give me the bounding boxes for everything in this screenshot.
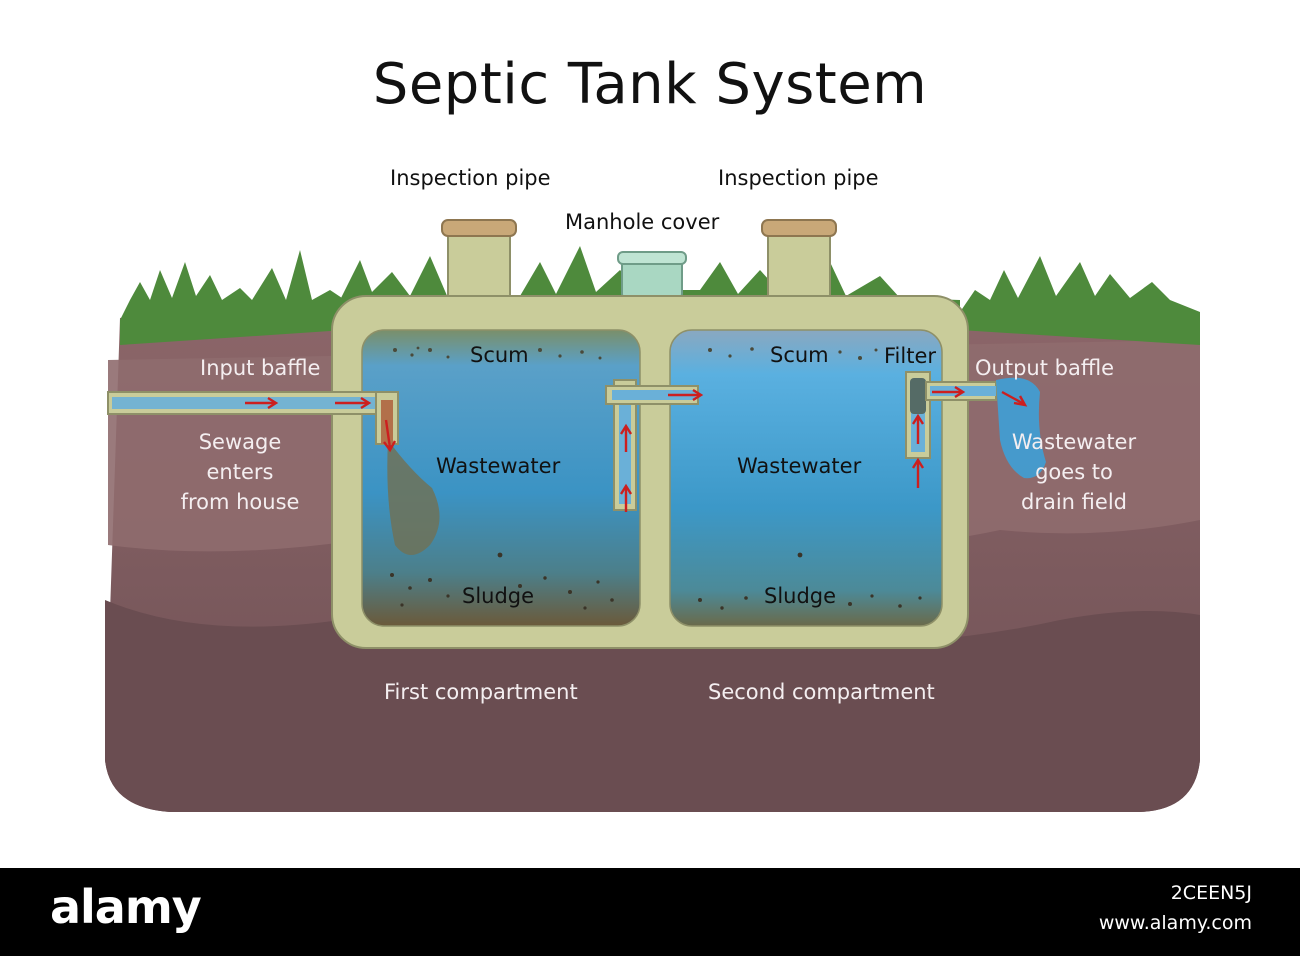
page-title: Septic Tank System <box>372 52 928 117</box>
label-sewage-enters: Sewage enters from house <box>170 430 310 514</box>
sludge-dots-2 <box>698 552 922 610</box>
grass-right <box>960 256 1200 345</box>
label-scum-1: Scum <box>470 343 529 367</box>
sludge-dots-1 <box>390 552 614 610</box>
label-second-compartment: Second compartment <box>708 680 935 704</box>
label-output-baffle: Output baffle <box>975 356 1115 380</box>
sewage-line-2: enters <box>206 460 274 484</box>
label-scum-2: Scum <box>770 343 829 367</box>
scum-dots-1 <box>393 346 602 360</box>
label-drain-field: Wastewater goes to drain field <box>1004 430 1144 514</box>
transfer-tee-horizontal-water <box>612 390 696 400</box>
inspection-pipe-right-body <box>767 227 831 301</box>
manhole-cover-top <box>617 251 687 265</box>
label-manhole-cover: Manhole cover <box>565 210 720 234</box>
label-sludge-1: Sludge <box>462 584 535 608</box>
drain-line-3: drain field <box>1021 490 1127 514</box>
grass-left <box>120 250 345 345</box>
soil-band-lower <box>105 600 1200 812</box>
drain-line-2: goes to <box>1035 460 1113 484</box>
drain-line-1: Wastewater <box>1011 430 1137 454</box>
compartment-2 <box>669 329 943 627</box>
inspection-pipe-left-cap <box>441 219 517 237</box>
watermark-bar: alamy 2CEEN5J www.alamy.com <box>0 868 1300 956</box>
label-sludge-2: Sludge <box>764 584 837 608</box>
inspection-pipe-right-cap <box>761 219 837 237</box>
label-inspection-pipe-right: Inspection pipe <box>718 166 879 190</box>
watermark-logo: alamy <box>50 880 202 934</box>
label-input-baffle: Input baffle <box>200 356 321 380</box>
sewage-line-1: Sewage <box>198 430 282 454</box>
label-first-compartment: First compartment <box>384 680 578 704</box>
drain-plume <box>996 377 1046 479</box>
watermark-image-id: 2CEEN5J <box>1170 882 1252 904</box>
compartment-1 <box>361 329 641 627</box>
label-wastewater-1: Wastewater <box>436 454 561 478</box>
label-inspection-pipe-left: Inspection pipe <box>390 166 551 190</box>
filter-element <box>910 378 926 414</box>
sewage-line-3: from house <box>180 490 300 514</box>
flow-arrow-icon <box>245 385 1028 512</box>
watermark-site: www.alamy.com <box>1098 912 1252 934</box>
sewage-plume <box>387 440 440 555</box>
inspection-pipe-left-body <box>447 227 511 301</box>
scum-dots-2 <box>708 347 878 360</box>
label-filter: Filter <box>884 344 937 368</box>
label-wastewater-2: Wastewater <box>737 454 862 478</box>
